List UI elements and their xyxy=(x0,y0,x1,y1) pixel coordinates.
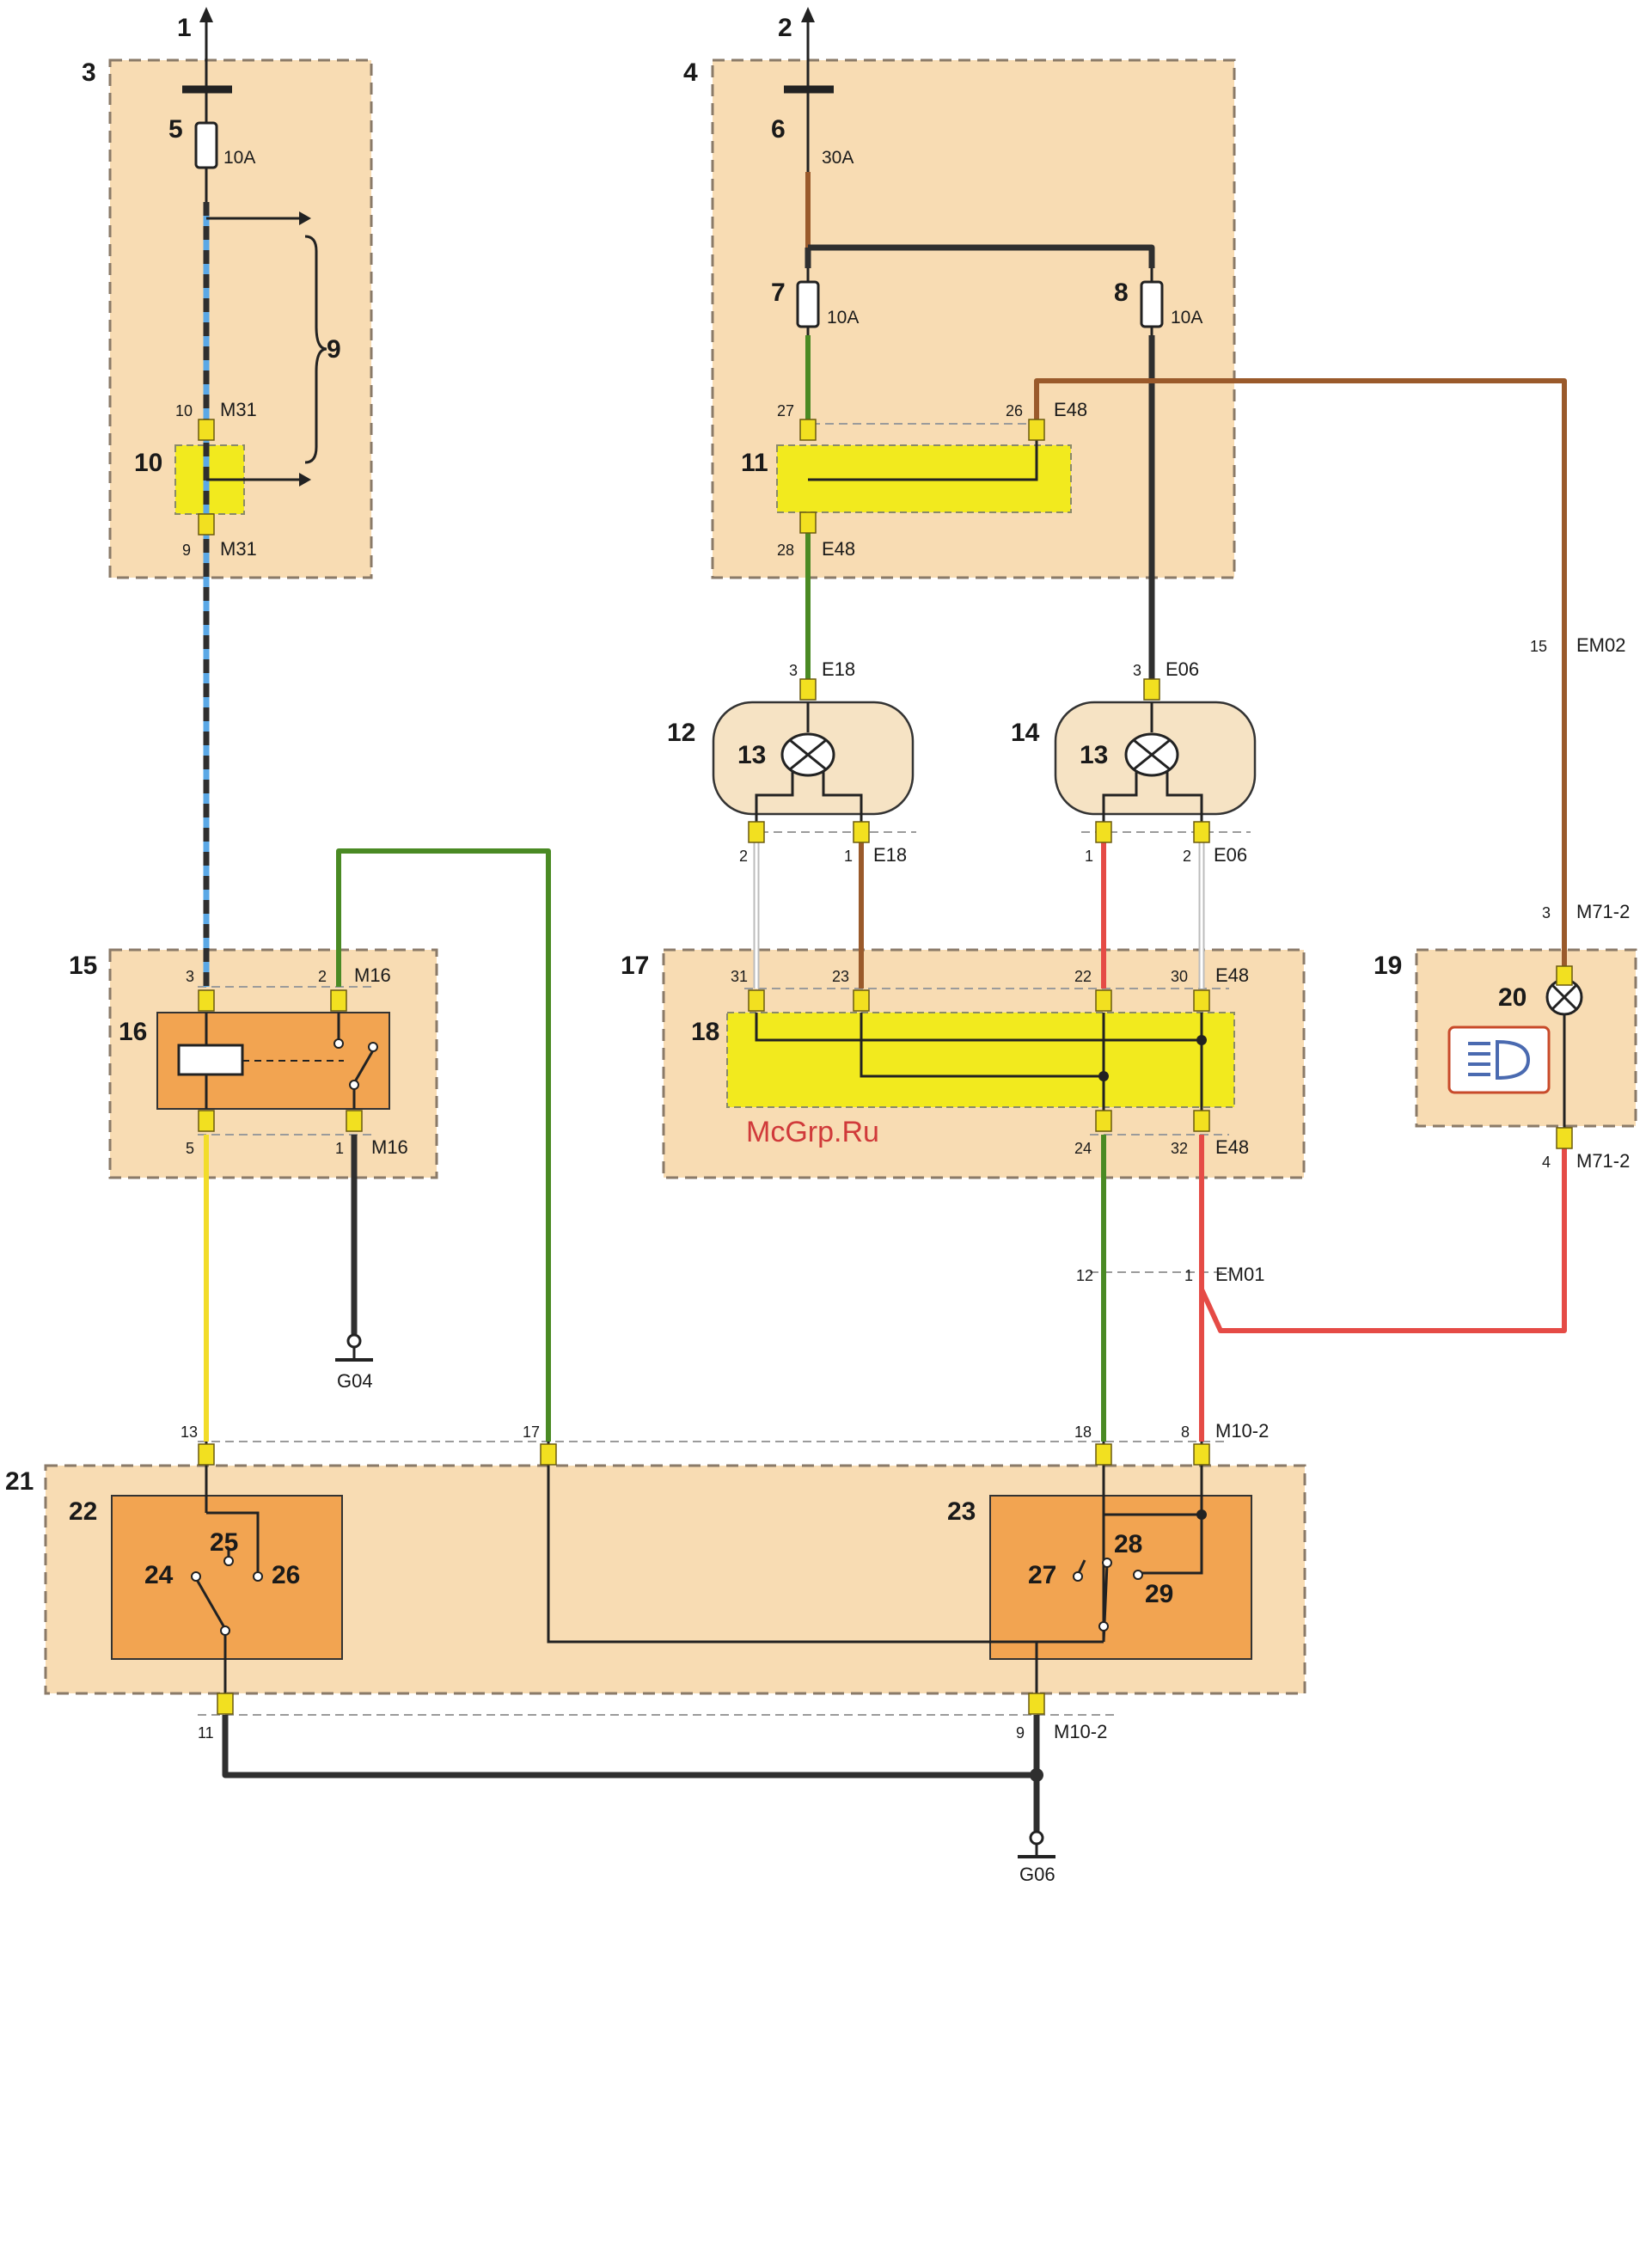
callout-20: 20 xyxy=(1498,983,1527,1012)
pin-13: 13 xyxy=(180,1423,198,1441)
callout-5: 5 xyxy=(168,115,183,144)
pin-11: 11 xyxy=(198,1724,214,1742)
callout-3: 3 xyxy=(82,58,96,87)
conn-e48-top: E48 xyxy=(1054,399,1087,420)
callout-15: 15 xyxy=(69,952,97,980)
pin-17: 17 xyxy=(523,1423,540,1441)
callout-2: 2 xyxy=(778,14,792,42)
callout-19: 19 xyxy=(1374,952,1402,980)
callout-29: 29 xyxy=(1145,1580,1173,1608)
conn-e48-17-bot: E48 xyxy=(1215,1136,1249,1158)
pin-10: 10 xyxy=(175,402,193,419)
module-18 xyxy=(727,1013,1234,1107)
pin-5-m16: 5 xyxy=(186,1140,194,1157)
pin-3-e18: 3 xyxy=(789,662,798,679)
callout-8: 8 xyxy=(1114,279,1129,307)
fuse-5-rating: 10A xyxy=(223,148,255,168)
callout-7: 7 xyxy=(771,279,786,307)
splice-g06 xyxy=(1030,1768,1043,1782)
conn-m10-bot: M10-2 xyxy=(1054,1721,1107,1742)
conn-e18-out: E18 xyxy=(873,844,907,866)
pin-24: 24 xyxy=(1074,1140,1092,1157)
pin-4-m71: 4 xyxy=(1542,1154,1551,1171)
pin-8: 8 xyxy=(1181,1423,1190,1441)
callout-6: 6 xyxy=(771,115,786,144)
fuse-8-rating: 10A xyxy=(1171,308,1202,328)
pin-1-m16: 1 xyxy=(335,1140,344,1157)
pin-26: 26 xyxy=(1006,402,1023,419)
callout-9: 9 xyxy=(327,335,341,364)
callout-17: 17 xyxy=(621,952,649,980)
callout-28: 28 xyxy=(1114,1530,1142,1558)
pin-1-em01: 1 xyxy=(1184,1267,1193,1284)
callout-26: 26 xyxy=(272,1561,300,1589)
pin-15-em02: 15 xyxy=(1530,638,1547,655)
pin-12-em01: 12 xyxy=(1076,1267,1093,1284)
pin-3-m71: 3 xyxy=(1542,904,1551,921)
fuse-6-rating: 30A xyxy=(822,148,854,168)
pin-2-e18: 2 xyxy=(739,848,748,865)
callout-27: 27 xyxy=(1028,1561,1056,1589)
callout-18: 18 xyxy=(691,1018,719,1046)
callout-25: 25 xyxy=(210,1528,238,1557)
pin-1-e18: 1 xyxy=(844,848,853,865)
conn-em02: EM02 xyxy=(1576,634,1625,656)
pin-30: 30 xyxy=(1171,968,1188,985)
callout-14: 14 xyxy=(1011,719,1040,747)
conn-m16-bot: M16 xyxy=(371,1136,408,1158)
relay-coil-icon xyxy=(179,1045,242,1074)
callout-16: 16 xyxy=(119,1018,147,1046)
pin-32: 32 xyxy=(1171,1140,1188,1157)
callout-10: 10 xyxy=(134,449,162,477)
pin-2-e06: 2 xyxy=(1183,848,1191,865)
conn-m10-top: M10-2 xyxy=(1215,1420,1269,1442)
pin-1-e06: 1 xyxy=(1085,848,1093,865)
fuse-7-rating: 10A xyxy=(827,308,859,328)
ground-g04-label: G04 xyxy=(337,1370,373,1392)
conn-e48-17-top: E48 xyxy=(1215,964,1249,986)
conn-e48-mid: E48 xyxy=(822,538,855,560)
conn-e06-in: E06 xyxy=(1166,658,1199,680)
pin-3-e06: 3 xyxy=(1133,662,1141,679)
watermark: McGrp.Ru xyxy=(746,1116,879,1148)
pin-9: 9 xyxy=(182,542,191,559)
pin-28: 28 xyxy=(777,542,794,559)
conn-m16-top: M16 xyxy=(354,964,391,986)
pin-3-m16: 3 xyxy=(186,968,194,985)
callout-21: 21 xyxy=(5,1467,34,1496)
pin-31: 31 xyxy=(731,968,748,985)
conn-e06-out: E06 xyxy=(1214,844,1247,866)
conn-e18-in: E18 xyxy=(822,658,855,680)
conn-m31-top: M31 xyxy=(220,399,257,420)
callout-13a: 13 xyxy=(737,741,766,769)
callout-24: 24 xyxy=(144,1561,174,1589)
callout-12: 12 xyxy=(667,719,695,747)
pin-27: 27 xyxy=(777,402,794,419)
conn-em01: EM01 xyxy=(1215,1264,1264,1285)
pin-9-m10: 9 xyxy=(1016,1724,1025,1742)
callout-4: 4 xyxy=(683,58,698,87)
pin-2-m16: 2 xyxy=(318,968,327,985)
callout-11: 11 xyxy=(741,449,768,477)
conn-m71-top: M71-2 xyxy=(1576,901,1630,922)
conn-m71-bot: M71-2 xyxy=(1576,1150,1630,1172)
pin-22: 22 xyxy=(1074,968,1092,985)
pin-23: 23 xyxy=(832,968,849,985)
callout-23: 23 xyxy=(947,1497,976,1526)
ground-g06-label: G06 xyxy=(1019,1864,1055,1885)
callout-1: 1 xyxy=(177,14,192,42)
conn-m31-bot: M31 xyxy=(220,538,257,560)
callout-22: 22 xyxy=(69,1497,97,1526)
callout-13b: 13 xyxy=(1080,741,1108,769)
pin-18: 18 xyxy=(1074,1423,1092,1441)
